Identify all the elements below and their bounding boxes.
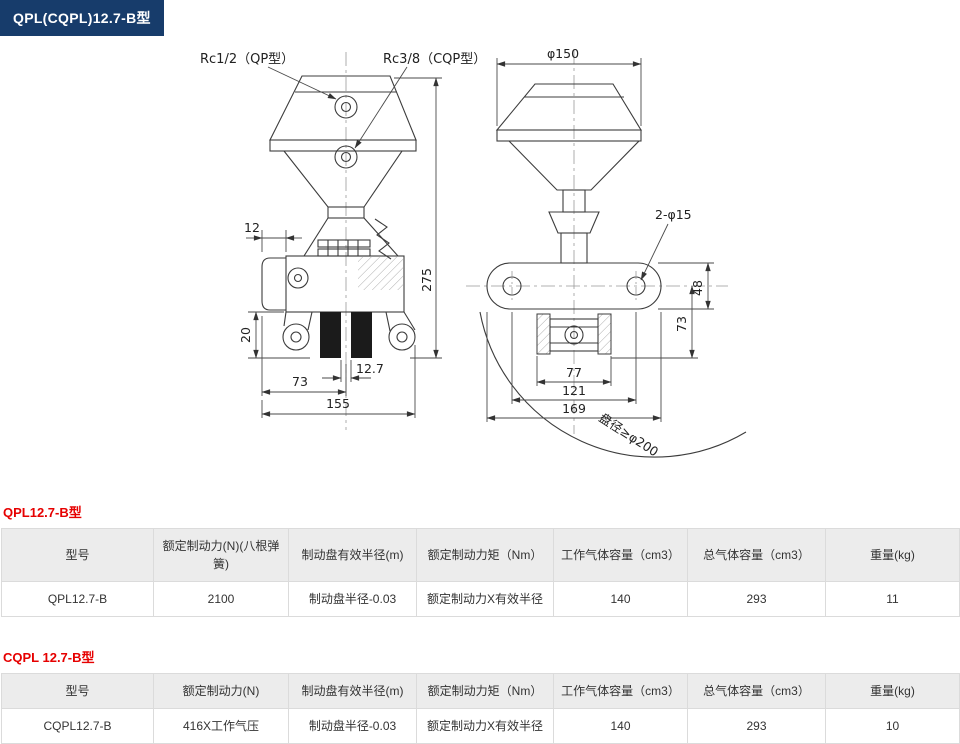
dim-275-label: 275 [419, 268, 434, 292]
rack-row-1 [317, 239, 371, 248]
caliper-body [285, 255, 405, 313]
cqpl-spec-table: 型号 额定制动力(N) 制动盘有效半径(m) 额定制动力矩（Nm） 工作气体容量… [1, 673, 960, 744]
port-label-qp: Rc1/2（QP型） [200, 52, 294, 67]
qpl-cell-total-gas: 293 [687, 581, 826, 617]
cqpl-header-row: 型号 额定制动力(N) 制动盘有效半径(m) 额定制动力矩（Nm） 工作气体容量… [1, 673, 960, 709]
qpl-section: QPL12.7-B型 型号 额定制动力(N)(八根弹簧) 制动盘有效半径(m) … [0, 492, 960, 617]
ear-right-hole [396, 331, 408, 343]
cqpl-col-torque: 额定制动力矩（Nm） [416, 673, 554, 709]
dim-169-label: 169 [562, 401, 586, 416]
pivot-pin [287, 267, 309, 289]
cqpl-cell-working-gas: 140 [553, 708, 688, 744]
disc-arc [479, 311, 747, 458]
dim-12-label: 12 [244, 220, 260, 235]
qpl-col-total-gas: 总气体容量（cm3） [687, 528, 826, 582]
qpl-col-disc-radius: 制动盘有效半径(m) [288, 528, 417, 582]
dim-73-label: 73 [292, 374, 308, 389]
dim-121-label: 121 [562, 383, 586, 398]
body-hatch [358, 257, 403, 290]
cqpl-col-rated-force: 额定制动力(N) [153, 673, 289, 709]
qpl-section-heading: QPL12.7-B型 [3, 505, 82, 520]
dim-77-label: 77 [566, 365, 582, 380]
mounting-plate [486, 262, 662, 310]
side-view [466, 50, 747, 458]
stem-collar [548, 211, 600, 234]
disc-diameter-note: 盘径≥φ200 [596, 410, 661, 459]
rack-teeth [327, 240, 359, 256]
brake-pad-right [351, 312, 372, 358]
qpl-col-weight: 重量(kg) [825, 528, 960, 582]
ear-left [282, 323, 310, 351]
cqpl-cell-weight: 10 [825, 708, 960, 744]
pivot-pin-inner [293, 273, 303, 283]
qpl-col-torque: 额定制动力矩（Nm） [416, 528, 554, 582]
dome-band [496, 129, 642, 142]
qpl-spec-table: 型号 额定制动力(N)(八根弹簧) 制动盘有效半径(m) 额定制动力矩（Nm） … [1, 528, 960, 617]
brake-pad-left [320, 312, 341, 358]
qpl-col-working-gas: 工作气体容量（cm3） [553, 528, 688, 582]
hole-leader [640, 223, 669, 281]
roller-hub-inner [569, 330, 579, 340]
drawing-area: Rc1/2（QP型） Rc3/8（CQP型） 12 275 [200, 46, 747, 459]
cqpl-section-heading: CQPL 12.7-B型 [3, 650, 95, 665]
hole-count-label: 2-φ15 [655, 207, 692, 222]
dim-20-label: 20 [238, 327, 253, 343]
qpl-header-row: 型号 额定制动力(N)(八根弹簧) 制动盘有效半径(m) 额定制动力矩（Nm） … [1, 528, 960, 582]
qpl-cell-model: QPL12.7-B [1, 581, 154, 617]
ear-links [283, 311, 416, 332]
cqpl-col-total-gas: 总气体容量（cm3） [687, 673, 826, 709]
cqpl-data-row: CQPL12.7-B 416X工作气压 制动盘半径-0.03 额定制动力X有效半… [1, 708, 960, 744]
qpl-cell-rated-force: 2100 [153, 581, 289, 617]
dome-cap [495, 83, 642, 131]
qpl-cell-torque: 额定制动力X有效半径 [416, 581, 554, 617]
qpl-data-row: QPL12.7-B 2100 制动盘半径-0.03 额定制动力X有效半径 140… [1, 581, 960, 617]
neck [327, 206, 365, 219]
ear-left-hole [290, 331, 302, 343]
rack-row-2 [317, 248, 371, 257]
cqpl-cell-total-gas: 293 [687, 708, 826, 744]
qpl-cell-disc-radius: 制动盘半径-0.03 [288, 581, 417, 617]
spring-symbol [374, 218, 392, 260]
cqpl-cell-disc-radius: 制动盘半径-0.03 [288, 708, 417, 744]
port-cqp-hole-inner [340, 151, 352, 163]
left-flange [261, 257, 286, 311]
port-cqp-leader [354, 66, 408, 149]
dome-bottom [507, 140, 641, 191]
cqpl-col-weight: 重量(kg) [825, 673, 960, 709]
roller-bracket-right [597, 313, 612, 355]
front-view [261, 52, 417, 430]
cqpl-cell-torque: 额定制动力X有效半径 [416, 708, 554, 744]
dim-12-7-label: 12.7 [356, 361, 384, 376]
qpl-col-rated-force: 额定制动力(N)(八根弹簧) [153, 528, 289, 582]
qpl-col-model: 型号 [1, 528, 154, 582]
cqpl-section: CQPL 12.7-B型 型号 额定制动力(N) 制动盘有效半径(m) 额定制动… [0, 637, 960, 744]
air-chamber-bottom [282, 150, 404, 208]
port-qp-leader [267, 66, 337, 100]
port-qp-hole-inner [340, 101, 352, 113]
arm-slants [303, 217, 399, 257]
roller-bracket-left [536, 313, 551, 355]
roller-hub [564, 325, 584, 345]
port-label-cqp: Rc3/8（CQP型） [383, 52, 486, 67]
cqpl-cell-model: CQPL12.7-B [1, 708, 154, 744]
cqpl-col-model: 型号 [1, 673, 154, 709]
technical-drawing: Rc1/2（QP型） Rc3/8（CQP型） 12 275 [200, 46, 747, 459]
air-chamber-top [269, 75, 417, 141]
dim-73-right-label: 73 [674, 316, 689, 332]
qpl-cell-working-gas: 140 [553, 581, 688, 617]
ear-right [388, 323, 416, 351]
air-chamber-band [269, 139, 417, 152]
port-qp-hole [334, 95, 358, 119]
qpl-cell-weight: 11 [825, 581, 960, 617]
side-view-dimensions: φ150 2-φ15 48 73 77 [486, 46, 714, 459]
dim-phi150-label: φ150 [547, 46, 579, 61]
roller [549, 318, 599, 352]
page-title-badge: QPL(CQPL)12.7-B型 [0, 0, 164, 36]
cqpl-col-working-gas: 工作气体容量（cm3） [553, 673, 688, 709]
dim-155-label: 155 [326, 396, 350, 411]
front-view-dimensions: Rc1/2（QP型） Rc3/8（CQP型） 12 275 [200, 52, 486, 418]
cqpl-col-disc-radius: 制动盘有效半径(m) [288, 673, 417, 709]
cqpl-cell-rated-force: 416X工作气压 [153, 708, 289, 744]
port-cqp-hole [334, 145, 358, 169]
